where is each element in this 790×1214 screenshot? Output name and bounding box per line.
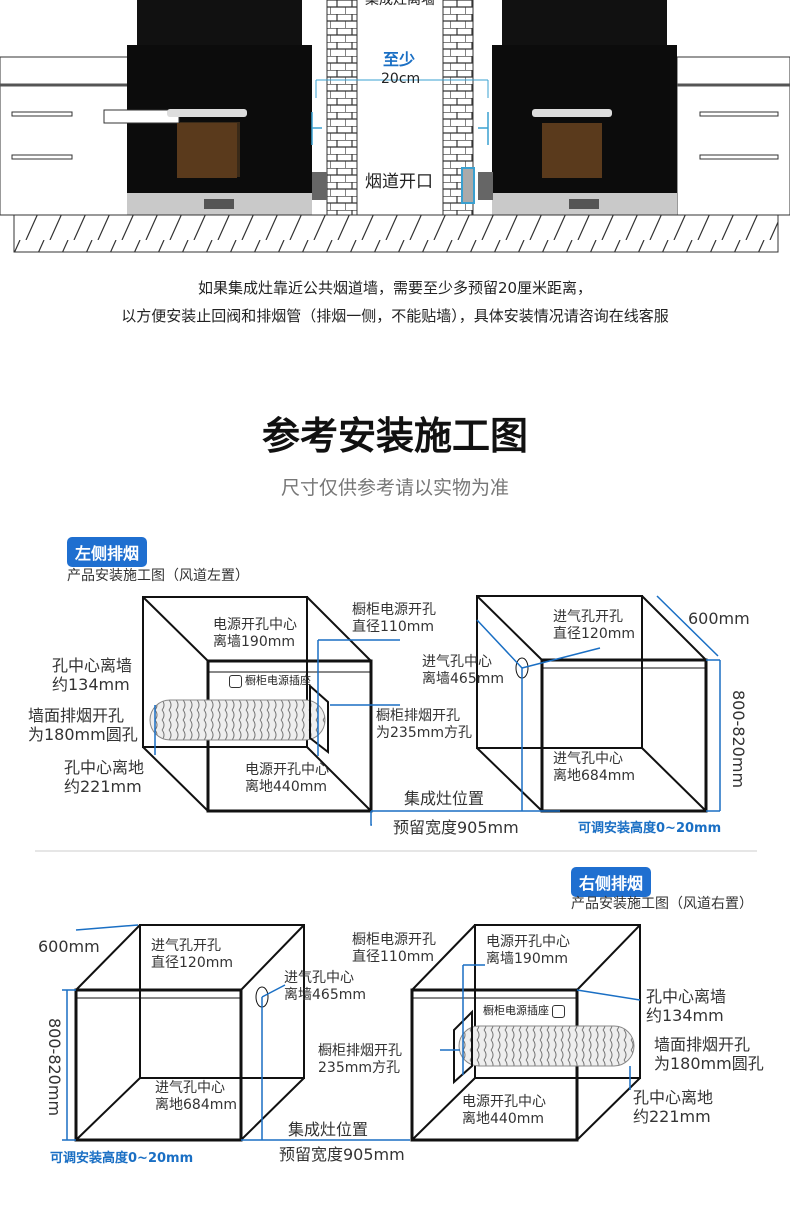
- kitchen-scene: [0, 0, 790, 253]
- distance-label: 20cm: [381, 71, 421, 87]
- height-label: 800-820mm: [45, 1018, 64, 1117]
- page-title: 参考安装施工图: [261, 414, 528, 458]
- socket-text: 橱柜电源插座: [483, 1004, 549, 1017]
- right-desc: 产品安装施工图（风道右置）: [571, 896, 753, 912]
- page-subtitle: 尺寸仅供参考请以实物为准: [280, 477, 509, 499]
- caption-line2: 以方便安装止回阀和排烟管（排烟一侧，不能贴墙），具体安装情况请咨询在线客服: [121, 307, 669, 325]
- cab-power-label: 橱柜电源开孔 直径110mm: [352, 602, 436, 635]
- width-label: 预留宽度905mm: [279, 1145, 405, 1164]
- position-label: 集成灶位置: [288, 1120, 369, 1139]
- wall-distance-label: 集成灶离墙: [365, 0, 435, 8]
- exhaust-pipe-right: [458, 1025, 635, 1067]
- socket-label: 橱柜电源插座: [215, 674, 311, 688]
- flue-opening-label: 烟道开口: [365, 172, 433, 192]
- wall-hole-label: 墙面排烟开孔 为180mm圆孔: [654, 1035, 764, 1074]
- right-exhaust-badge: 右侧排烟: [571, 867, 652, 897]
- power-floor-label: 电源开孔中心 离地440mm: [462, 1094, 546, 1127]
- inlet-hole-label: 进气孔开孔 直径120mm: [151, 938, 233, 971]
- min-label: 至少: [383, 50, 416, 69]
- hole-wall-label: 孔中心离墙 约134mm: [52, 656, 133, 695]
- wall-hole-label: 墙面排烟开孔 为180mm圆孔: [28, 706, 138, 745]
- hole-wall-label: 孔中心离墙 约134mm: [646, 987, 727, 1026]
- position-label: 集成灶位置: [404, 789, 485, 808]
- exhaust-pipe-left: [149, 699, 326, 741]
- cab-exhaust-label: 橱柜排烟开孔 为235mm方孔: [376, 708, 472, 741]
- inlet-hole-label: 进气孔开孔 直径120mm: [553, 609, 635, 642]
- caption-line1: 如果集成灶靠近公共烟道墙，需要至少多预留20厘米距离，: [197, 279, 593, 297]
- dimension-lines: [62, 595, 721, 1141]
- socket-label: 橱柜电源插座: [483, 1004, 565, 1018]
- width-label: 预留宽度905mm: [393, 818, 519, 837]
- inlet-floor-label: 进气孔中心 离地684mm: [155, 1080, 237, 1113]
- socket-text: 橱柜电源插座: [245, 674, 311, 687]
- inlet-wall-label: 进气孔中心 离墙465mm: [422, 654, 504, 687]
- inlet-wall-label: 进气孔中心 离墙465mm: [284, 970, 366, 1003]
- hole-floor-label: 孔中心离地 约221mm: [64, 758, 145, 797]
- power-wall-label: 电源开孔中心 离墙190mm: [213, 617, 297, 650]
- cabinet-boxes: [74, 595, 708, 1142]
- depth-label: 600mm: [38, 937, 100, 956]
- left-desc: 产品安装施工图（风道左置）: [67, 568, 249, 584]
- left-exhaust-badge: 左侧排烟: [67, 537, 148, 567]
- hole-floor-label: 孔中心离地 约221mm: [633, 1088, 714, 1127]
- socket-icon: [552, 1004, 565, 1018]
- depth-label: 600mm: [688, 609, 750, 628]
- cab-power-label: 橱柜电源开孔 直径110mm: [352, 932, 436, 965]
- adjust-label: 可调安装高度0~20mm: [578, 821, 722, 836]
- power-wall-label: 电源开孔中心 离墙190mm: [486, 934, 570, 967]
- cab-exhaust-label: 橱柜排烟开孔 235mm方孔: [318, 1043, 402, 1076]
- inlet-floor-label: 进气孔中心 离地684mm: [553, 751, 635, 784]
- socket-icon: [229, 674, 242, 688]
- power-floor-label: 电源开孔中心 离地440mm: [245, 762, 329, 795]
- height-label: 800-820mm: [729, 690, 748, 789]
- adjust-label: 可调安装高度0~20mm: [50, 1151, 194, 1166]
